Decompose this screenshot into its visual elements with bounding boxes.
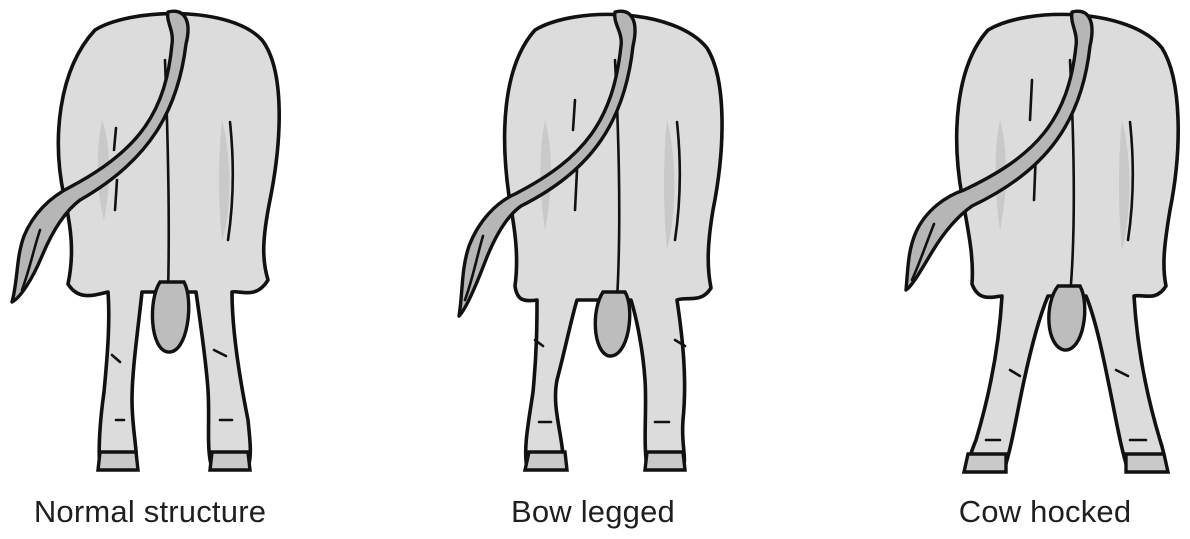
figure-cow-hocked (860, 0, 1190, 480)
caption-cow-hocked: Cow hocked (959, 494, 1132, 530)
caption-normal-structure: Normal structure (34, 494, 266, 530)
cattle-rear-view-cow-hocked-illustration (860, 0, 1190, 480)
figure-bow-legged (425, 0, 765, 480)
cattle-rear-view-normal-illustration (0, 0, 340, 480)
figure-normal-structure (0, 0, 340, 480)
cattle-rear-view-bow-legged-illustration (425, 0, 765, 480)
caption-bow-legged: Bow legged (511, 494, 675, 530)
